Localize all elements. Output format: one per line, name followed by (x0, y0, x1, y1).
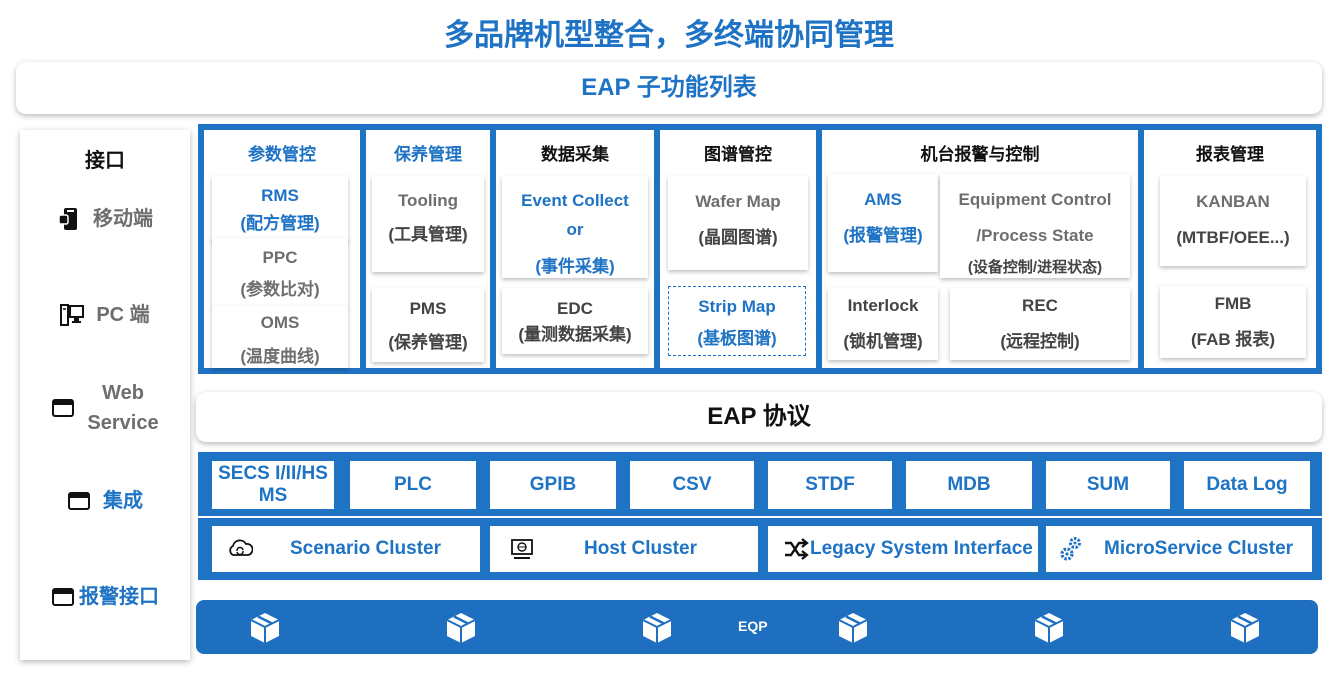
card-strip-map[interactable]: Strip Map (基板图谱) (668, 286, 806, 356)
column-heading: 图谱管控 (704, 145, 772, 164)
interface-label: PC 端 (96, 304, 150, 326)
card-rms[interactable]: RMS (配方管理) (212, 176, 348, 242)
column-parameter-control: 参数管控 RMS (配方管理) PPC (参数比对) OMS (温度曲线) (204, 130, 360, 368)
gears-icon (1058, 535, 1086, 563)
column-heading: 保养管理 (394, 145, 462, 164)
card-oms[interactable]: OMS (温度曲线) (212, 306, 348, 368)
cloud-sync-icon (226, 535, 254, 563)
function-area: 参数管控 RMS (配方管理) PPC (参数比对) OMS (温度曲线) 保养… (198, 124, 1322, 374)
protocol-row: SECS I/II/HS MS PLC GPIB CSV STDF MDB SU… (198, 452, 1322, 516)
card-pms[interactable]: PMS (保养管理) (372, 288, 484, 362)
protocol-mdb[interactable]: MDB (906, 461, 1032, 509)
interface-item-alarm[interactable]: 报警接口 (20, 582, 190, 612)
box-icon (1230, 613, 1260, 643)
interface-item-integration[interactable]: 集成 (20, 486, 190, 516)
box-icon (642, 613, 672, 643)
cluster-label: MicroService Cluster (1104, 538, 1294, 559)
interface-label: 移动端 (93, 208, 153, 230)
cluster-label: Legacy System Interface (810, 538, 1033, 559)
protocol-data-log[interactable]: Data Log (1184, 461, 1310, 509)
protocol-gpib[interactable]: GPIB (490, 461, 616, 509)
equipment-bar: EQP (196, 600, 1318, 654)
box-icon (250, 613, 280, 643)
box-icon (838, 613, 868, 643)
interface-panel: 接口 移动端 PC 端 Web Service 集成 报警接口 (20, 130, 190, 660)
interface-label: 集成 (103, 490, 143, 512)
card-fmb[interactable]: FMB (FAB 报表) (1160, 286, 1306, 358)
card-event-collect[interactable]: Event Collect or (事件采集) (502, 176, 648, 278)
pc-icon (60, 303, 85, 327)
card-rec[interactable]: REC (远程控制) (950, 288, 1130, 360)
column-maintenance: 保养管理 Tooling (工具管理) PMS (保养管理) (366, 130, 490, 368)
cluster-host[interactable]: Host Cluster (490, 526, 758, 572)
protocol-plc[interactable]: PLC (350, 461, 476, 509)
column-heading: 报表管理 (1196, 145, 1264, 164)
card-ppc[interactable]: PPC (参数比对) (212, 238, 348, 308)
page-title: 多品牌机型整合，多终端协同管理 (444, 19, 894, 52)
interface-item-pc[interactable]: PC 端 (20, 300, 190, 330)
interface-heading: 接口 (85, 150, 125, 172)
cluster-microservice[interactable]: MicroService Cluster (1046, 526, 1312, 572)
protocol-title: EAP 协议 (196, 392, 1322, 442)
window-icon (51, 585, 75, 609)
box-icon (446, 613, 476, 643)
interface-item-mobile[interactable]: 移动端 (20, 204, 190, 234)
window-icon (51, 396, 75, 420)
column-data-collection: 数据采集 Event Collect or (事件采集) EDC (量测数据采集… (496, 130, 654, 368)
cluster-row: Scenario Cluster Host Cluster Legacy Sys… (198, 518, 1322, 580)
interface-item-web-service[interactable]: Web Service (20, 378, 190, 438)
card-interlock[interactable]: Interlock (锁机管理) (828, 288, 938, 360)
mobile-icon (57, 207, 81, 231)
column-alarm-control: 机台报警与控制 AMS (报警管理) Equipment Control /Pr… (822, 130, 1138, 368)
column-reports: 报表管理 KANBAN (MTBF/OEE...) FMB (FAB 报表) (1144, 130, 1316, 368)
protocol-stdf[interactable]: STDF (768, 461, 892, 509)
cluster-label: Host Cluster (584, 538, 697, 559)
equipment-label: EQP (738, 618, 768, 634)
monitor-icon (508, 535, 536, 563)
card-edc[interactable]: EDC (量测数据采集) (502, 288, 648, 354)
card-wafer-map[interactable]: Wafer Map (晶圆图谱) (668, 176, 808, 270)
function-list-title: EAP 子功能列表 (16, 62, 1322, 114)
column-heading: 数据采集 (541, 145, 609, 164)
interface-label: 报警接口 (79, 586, 159, 608)
protocol-csv[interactable]: CSV (630, 461, 754, 509)
cluster-label: Scenario Cluster (290, 538, 441, 559)
window-icon (67, 489, 91, 513)
card-kanban[interactable]: KANBAN (MTBF/OEE...) (1160, 176, 1306, 266)
cluster-legacy[interactable]: Legacy System Interface (768, 526, 1038, 572)
card-tooling[interactable]: Tooling (工具管理) (372, 176, 484, 272)
shuffle-icon (782, 535, 810, 563)
column-heading: 机台报警与控制 (920, 145, 1040, 164)
interface-label: Web Service (87, 382, 159, 434)
card-ams[interactable]: AMS (报警管理) (828, 174, 938, 272)
column-map-control: 图谱管控 Wafer Map (晶圆图谱) Strip Map (基板图谱) (660, 130, 816, 368)
column-heading: 参数管控 (248, 145, 316, 164)
protocol-sum[interactable]: SUM (1046, 461, 1170, 509)
protocol-secs[interactable]: SECS I/II/HS MS (212, 461, 334, 509)
box-icon (1034, 613, 1064, 643)
card-equipment-control[interactable]: Equipment Control /Process State (设备控制/进… (940, 174, 1130, 278)
cluster-scenario[interactable]: Scenario Cluster (212, 526, 480, 572)
